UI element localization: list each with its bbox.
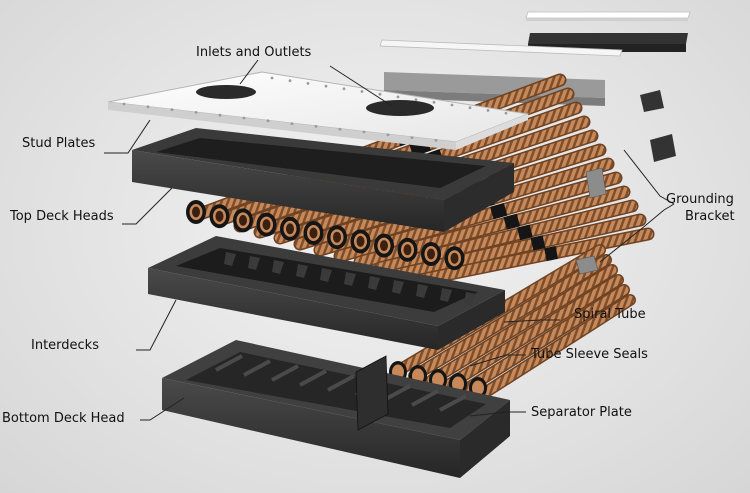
label-inlets-outlets: Inlets and Outlets xyxy=(196,45,312,60)
top-deck-head xyxy=(132,128,514,232)
label-bottom-deck-head: Bottom Deck Head xyxy=(2,411,125,426)
inlet-hole xyxy=(196,85,256,99)
outlet-hole xyxy=(366,100,434,116)
label-top-deck-heads: Top Deck Heads xyxy=(10,209,114,224)
label-stud-plates: Stud Plates xyxy=(22,136,96,151)
separator-plate xyxy=(355,355,389,431)
back-white-plate xyxy=(379,39,623,57)
leader-lines xyxy=(104,59,675,421)
interdeck xyxy=(148,236,505,350)
grounding-bracket xyxy=(575,90,676,275)
bottom-deck-head xyxy=(162,340,510,478)
label-bracket: Bracket xyxy=(685,209,735,224)
label-spiral-tube: Spiral Tube xyxy=(574,307,646,322)
label-interdecks: Interdecks xyxy=(31,338,99,353)
label-tube-sleeve-seals: Tube Sleeve Seals xyxy=(531,347,648,362)
stud-plate xyxy=(107,71,530,150)
label-separator-plate: Separator Plate xyxy=(531,405,632,420)
back-stud-plate xyxy=(525,11,691,21)
label-grounding: Grounding xyxy=(666,192,734,207)
